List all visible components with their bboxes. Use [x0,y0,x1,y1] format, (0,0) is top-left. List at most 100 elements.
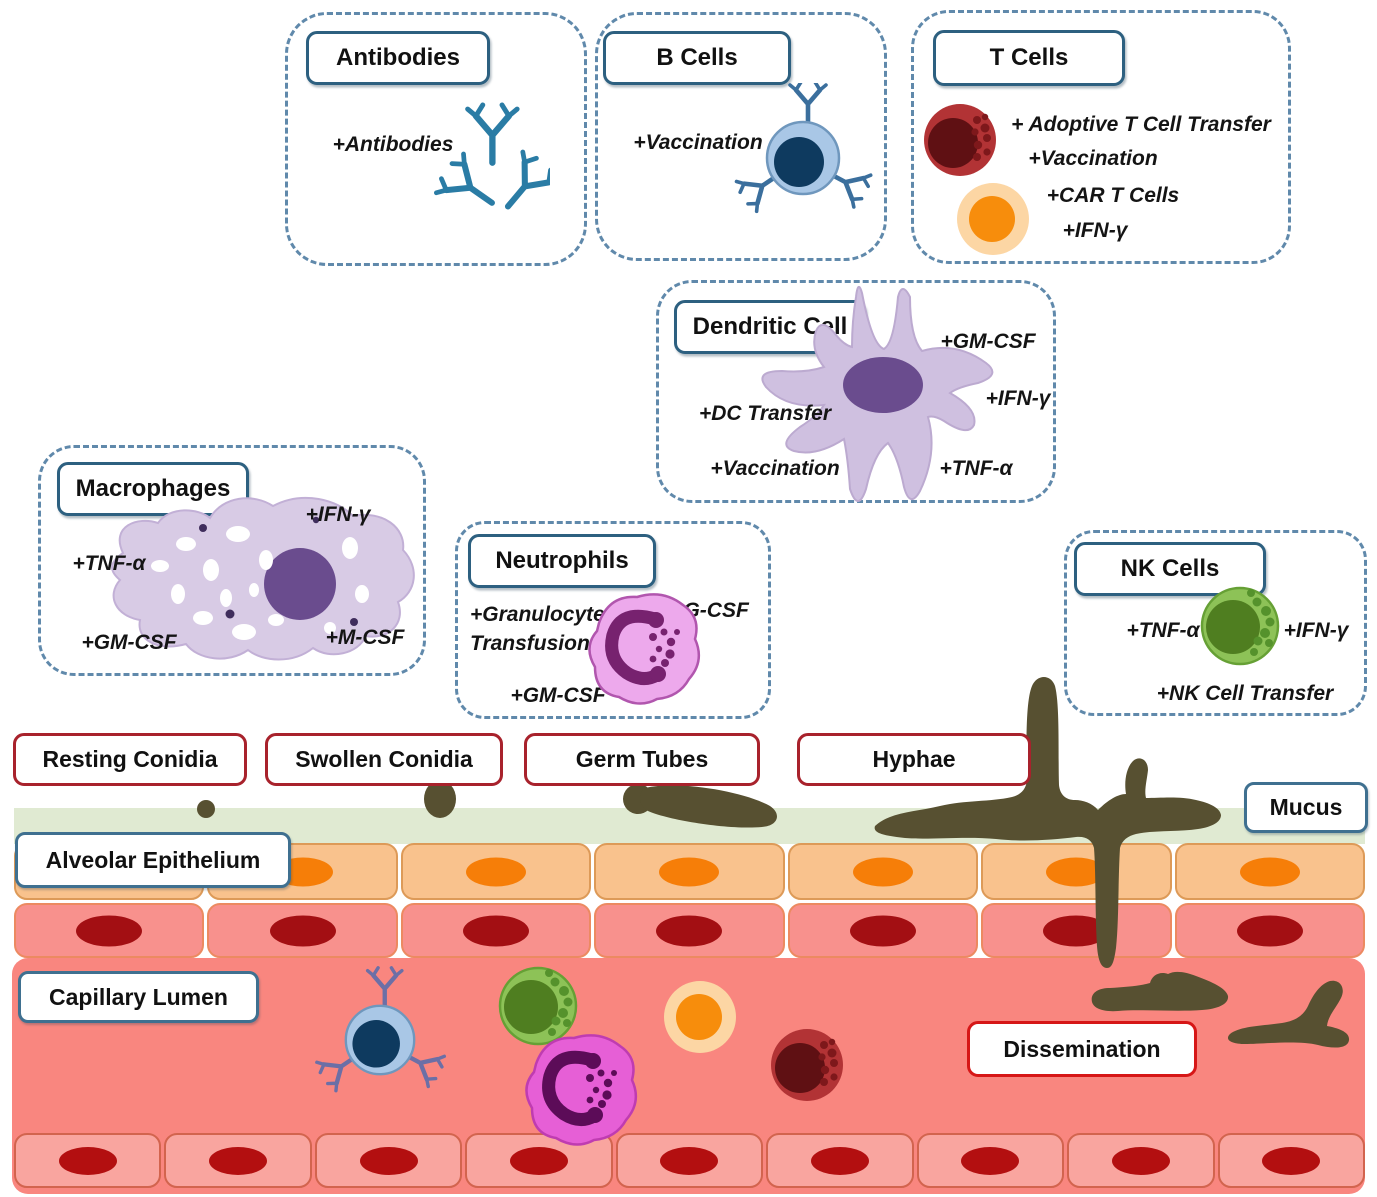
cell-nucleus [466,857,527,886]
stage-label-hyphae: Hyphae [797,733,1031,786]
therapy-label: +TNF-α [72,552,146,575]
therapy-label: +CAR T Cells [1046,184,1180,207]
panel-title-box: B Cells [603,31,791,85]
cell-nucleus [961,1146,1020,1175]
panel-title: Antibodies [336,44,460,71]
stage-label-text: Germ Tubes [575,746,709,772]
tissue-label-text: Alveolar Epithelium [45,846,261,873]
panel-title: NK Cells [1120,555,1220,582]
endothelial-cell [1217,1133,1365,1188]
tissue-cell [1174,903,1365,958]
epithelial-cell [787,843,979,900]
alveolar-epithelium-label: Alveolar Epithelium [15,832,291,888]
stage-label-text: Resting Conidia [42,746,218,772]
tissue-cell [981,903,1172,958]
therapy-label: + Adoptive T Cell Transfer [1011,113,1271,136]
endothelial-cell [465,1133,613,1188]
b-cell-icon [728,83,878,233]
cell-nucleus [852,857,913,886]
tissue-cell [400,903,592,958]
cell-nucleus [659,857,720,886]
cell-nucleus [849,915,916,946]
therapy-label: +GM-CSF [81,631,177,654]
therapy-label: +NK Cell Transfer [1156,682,1334,705]
panel-macrophages: Macrophages +IFN-γ +TNF-α +GM-CSF +M-CSF [38,445,426,676]
panel-dendritic-cell: Dendritic Cell +GM-CSF +IFN-γ +TNF-α +DC… [656,280,1056,503]
endothelial-cell [615,1133,764,1188]
stage-label-text: Hyphae [872,746,956,772]
panel-title-box: Macrophages [57,462,249,516]
cell-nucleus [1111,1146,1170,1175]
panel-title-box: Neutrophils [468,534,656,588]
tissue-cell [787,903,979,958]
panel-title: T Cells [989,44,1069,71]
endothelial-cell [14,1133,162,1188]
panel-nk-cells: NK Cells +TNF-α +IFN-γ +NK Cell Transfer [1064,530,1367,716]
panel-title: Neutrophils [495,547,629,574]
cell-nucleus [209,1146,268,1175]
endothelial-cell [314,1133,463,1188]
epithelial-cell [981,843,1172,900]
cell-nucleus [1236,915,1303,946]
therapy-label: +Antibodies [332,133,454,156]
panel-title: B Cells [656,44,738,71]
therapy-label: +DC Transfer [698,402,832,425]
endothelial-cell [916,1133,1065,1188]
cell-nucleus [810,1146,869,1175]
mucus-label: Mucus [1244,782,1368,833]
therapy-label: +M-CSF [325,626,405,649]
tissue-label-text: Capillary Lumen [49,983,228,1010]
neutrophil-icon [583,590,703,708]
therapy-label: +Granulocyte Transfusions [470,603,605,655]
cell-nucleus [58,1146,117,1175]
panel-title-box: NK Cells [1074,542,1266,596]
therapy-label: +TNF-α [1126,619,1200,642]
cd4-t-cell-icon [957,183,1029,255]
epithelial-cell [400,843,592,900]
antibody-y-icon [430,101,550,211]
capillary-lumen-label: Capillary Lumen [18,971,259,1023]
cell-nucleus [1239,857,1300,886]
cell-nucleus [1043,915,1110,946]
cell-nucleus [1046,857,1107,886]
tissue-cell [207,903,398,958]
panel-title: Macrophages [75,475,231,502]
endothelial-cell [766,1133,914,1188]
cell-nucleus [269,915,336,946]
therapy-label: +IFN-γ [305,503,371,526]
cell-nucleus [1262,1146,1321,1175]
panel-neutrophils: Neutrophils +Granulocyte Transfusions +G… [455,521,771,719]
tissue-cell [594,903,785,958]
panel-t-cells: T Cells + Adoptive T Cell Transfer +Vacc… [911,10,1291,264]
therapy-label: +GM-CSF [940,330,1036,353]
stage-label-text: Swollen Conidia [295,746,473,772]
therapy-label: +GM-CSF [510,684,606,707]
stage-label-germ-tubes: Germ Tubes [524,733,760,786]
tissue-label-text: Dissemination [1003,1035,1161,1062]
stage-label-resting-conidia: Resting Conidia [13,733,247,786]
dissemination-label: Dissemination [967,1021,1197,1077]
therapy-label: +IFN-γ [985,387,1051,410]
panel-title-box: T Cells [933,30,1125,86]
panel-b-cells: B Cells +Vaccination [595,12,887,261]
endothelial-cell [1067,1133,1215,1188]
epithelial-cell [1174,843,1365,900]
therapy-label: +Vaccination [710,457,840,480]
therapy-label: +TNF-α [939,457,1013,480]
therapy-label: +IFN-γ [1062,219,1128,242]
tissue-cell [14,903,205,958]
endothelial-cell [164,1133,312,1188]
stage-label-swollen-conidia: Swollen Conidia [265,733,503,786]
nk-cell-icon [1200,586,1280,666]
tissue-label-text: Mucus [1269,794,1343,820]
panel-title-box: Antibodies [306,31,490,85]
cell-nucleus [463,915,530,946]
therapy-label: +Vaccination [633,131,763,154]
panel-antibodies: Antibodies +Antibodies [285,12,587,266]
cell-nucleus [510,1146,569,1175]
cell-nucleus [660,1146,719,1175]
cell-nucleus [76,915,143,946]
cell-nucleus [359,1146,418,1175]
endothelium-row [14,1133,1365,1188]
therapy-label: +IFN-γ [1283,619,1349,642]
